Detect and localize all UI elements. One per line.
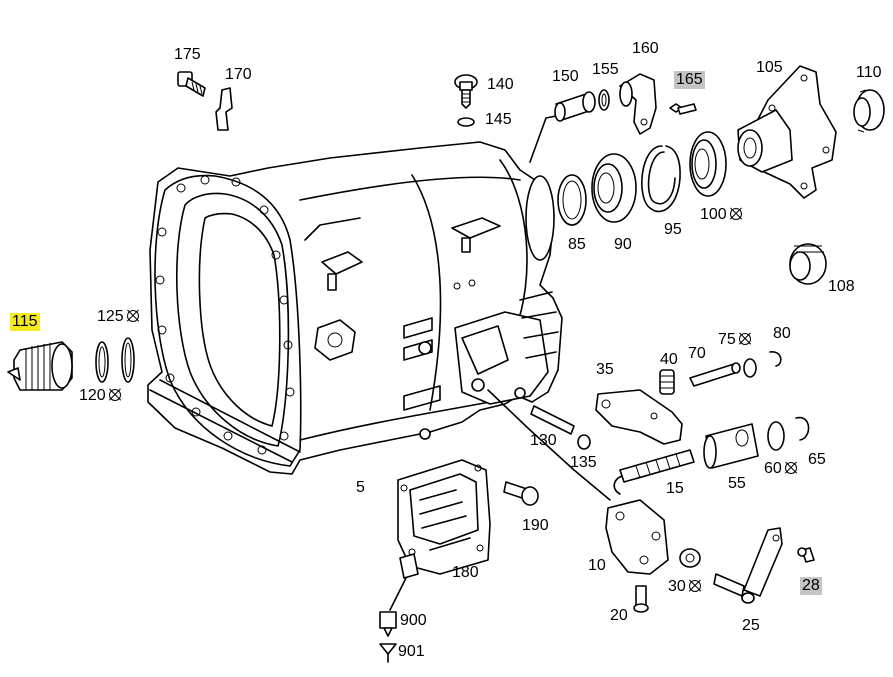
part-10-cover: [487, 389, 669, 575]
part-28-pin: [797, 547, 815, 563]
label-170: 170: [225, 66, 252, 83]
label-80: 80: [773, 325, 791, 342]
label-100: 100: [700, 206, 742, 224]
label-115: 115: [10, 313, 40, 331]
label-155: 155: [592, 61, 619, 78]
label-15: 15: [666, 480, 684, 497]
part-108-connector: [789, 243, 827, 285]
part-125-ring: [121, 337, 135, 383]
part-85-ring: [557, 174, 587, 226]
label-125: 125: [97, 308, 139, 326]
label-108: 108: [828, 278, 855, 295]
circle-x-icon: [784, 462, 797, 474]
label-130: 130: [530, 432, 557, 449]
label-145: 145: [485, 111, 512, 128]
label-175: 175: [174, 46, 201, 63]
part-35-lever: [595, 389, 683, 445]
circle-x-icon: [729, 208, 742, 220]
part-115-gear: [7, 341, 73, 391]
part-40-spring: [659, 369, 675, 395]
part-190-bolt: [503, 481, 539, 506]
circle-x-icon: [738, 333, 751, 345]
label-30: 30: [668, 578, 701, 596]
label-180: 180: [452, 564, 479, 581]
part-95-circlip: [641, 145, 681, 213]
part-120-ring: [95, 341, 109, 383]
label-65: 65: [808, 451, 826, 468]
part-175-bolt: [177, 71, 206, 97]
label-160: 160: [632, 40, 659, 57]
label-90: 90: [614, 236, 632, 253]
label-55: 55: [728, 475, 746, 492]
part-150-speed-sensor: [529, 91, 596, 163]
part-60-ring: [767, 421, 785, 451]
part-15-tube: [613, 449, 695, 495]
part-135-ring: [577, 434, 591, 450]
label-20: 20: [610, 607, 628, 624]
part-170-clip: [215, 87, 233, 131]
part-80-clip: [769, 351, 782, 367]
label-5: 5: [356, 479, 365, 496]
label-150: 150: [552, 68, 579, 85]
part-90-bearing: [591, 153, 637, 223]
part-110-nut: [853, 89, 885, 133]
label-110: 110: [856, 64, 882, 81]
transmission-housing: [147, 141, 563, 475]
part-25-shaft: [713, 527, 783, 604]
part-20-bolt: [633, 585, 649, 613]
label-75: 75: [718, 331, 751, 349]
label-28: 28: [800, 577, 822, 595]
part-901-icon: [379, 643, 397, 663]
label-135: 135: [570, 454, 597, 471]
label-85: 85: [568, 236, 586, 253]
part-155-oring: [598, 89, 610, 111]
circle-x-icon: [108, 389, 121, 401]
label-35: 35: [596, 361, 614, 378]
label-10: 10: [588, 557, 606, 574]
part-100-seal: [689, 131, 727, 197]
circle-x-icon: [688, 580, 701, 592]
label-901: 901: [398, 643, 425, 660]
label-95: 95: [664, 221, 682, 238]
part-145-washer: [457, 117, 475, 127]
part-5-valve-body: [397, 459, 491, 575]
part-130-pin: [530, 405, 575, 435]
part-75-ring: [743, 358, 757, 378]
part-65-clip: [795, 416, 810, 441]
part-165-screw: [669, 103, 697, 115]
part-160-housing: [619, 73, 657, 135]
part-900-icon: [379, 611, 397, 637]
circle-x-icon: [126, 310, 139, 322]
label-40: 40: [660, 351, 678, 368]
part-30-ring: [679, 548, 701, 568]
label-900: 900: [400, 612, 427, 629]
part-140-vent: [454, 74, 478, 127]
part-105-flange: [737, 65, 837, 199]
part-70-pin: [689, 362, 741, 387]
label-140: 140: [487, 76, 514, 93]
part-180-connector: [389, 553, 419, 611]
label-190: 190: [522, 517, 549, 534]
label-60: 60: [764, 460, 797, 478]
part-55-valve: [703, 423, 759, 469]
label-105: 105: [756, 59, 783, 76]
label-165: 165: [674, 71, 705, 89]
label-120: 120: [79, 387, 121, 405]
label-25: 25: [742, 617, 760, 634]
label-70: 70: [688, 345, 706, 362]
